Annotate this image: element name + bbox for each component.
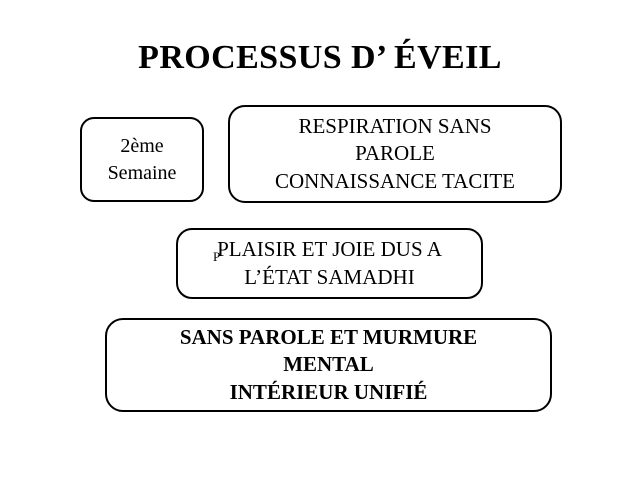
page-title: PROCESSUS D’ ÉVEIL <box>138 39 502 76</box>
diagram-box-plaisir[interactable]: PLAISIR ET JOIE DUS A L’ÉTAT SAMADHI P <box>176 228 483 299</box>
diagram-box-plaisir-label: PLAISIR ET JOIE DUS A L’ÉTAT SAMADHI <box>217 236 442 289</box>
diagram-box-week-label: 2ème Semaine <box>107 135 177 184</box>
diagram-box-sans-parole[interactable]: SANS PAROLE ET MURMURE MENTAL INTÉRIEUR … <box>105 318 552 412</box>
diagram-box-respiration[interactable]: RESPIRATION SANS PAROLE CONNAISSANCE TAC… <box>228 105 562 203</box>
diagram-box-sans-parole-label: SANS PAROLE ET MURMURE MENTAL INTÉRIEUR … <box>179 325 478 404</box>
diagram-box-respiration-label: RESPIRATION SANS PAROLE CONNAISSANCE TAC… <box>274 114 516 193</box>
diagram-box-week[interactable]: 2ème Semaine <box>80 117 204 202</box>
